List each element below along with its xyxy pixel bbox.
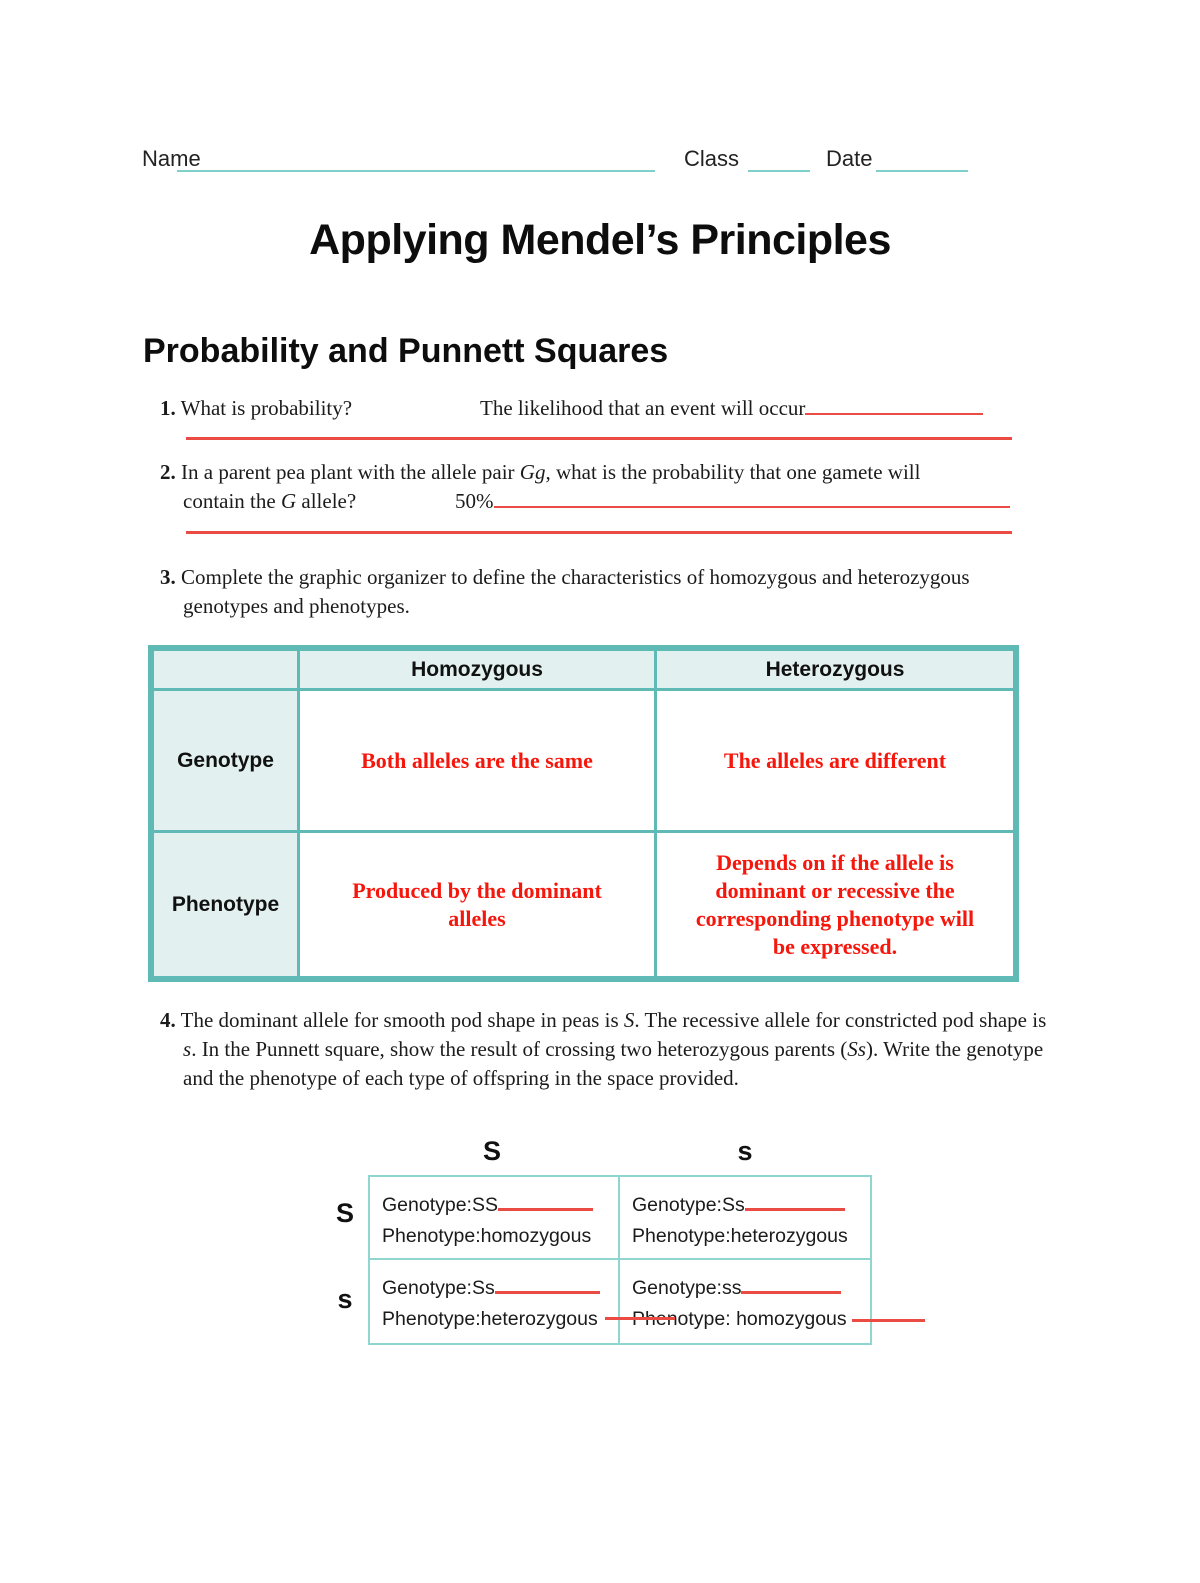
punnett-cell-ss: Genotype:ss Phenotype: homozygous [620, 1260, 870, 1343]
question-2-text-pre: In a parent pea plant with the allele pa… [181, 460, 520, 484]
question-2-number: 2. [160, 460, 176, 484]
punnett-col-header-S: S [482, 1136, 501, 1166]
blank-line-overflow [852, 1319, 925, 1322]
allele-s: s [183, 1037, 192, 1061]
blank-line [494, 1277, 600, 1294]
organizer-row-label-genotype: Genotype [154, 691, 297, 830]
organizer-header-heterozygous: Heterozygous [657, 651, 1013, 688]
punnett-row-header-S: S [335, 1198, 354, 1228]
answer-blank-line [493, 490, 1010, 508]
date-blank-line [876, 146, 968, 172]
genotype-value: Ss [471, 1277, 495, 1299]
genotype-label: Genotype: [632, 1194, 722, 1216]
question-2-line2-post: allele? [296, 489, 357, 513]
allele-G: G [280, 489, 297, 513]
blank-line [744, 1194, 845, 1211]
allele-Ss: Ss [847, 1037, 866, 1061]
phenotype-value: homozygous [730, 1308, 847, 1330]
genotype-value: ss [721, 1277, 742, 1299]
question-1-text: What is probability? [180, 396, 353, 420]
allele-S: S [623, 1008, 635, 1032]
phenotype-value: heterozygous [480, 1308, 598, 1330]
punnett-col-header-s: s [737, 1136, 753, 1166]
phenotype-value: heterozygous [730, 1225, 848, 1247]
genotype-label: Genotype: [382, 1277, 472, 1299]
genotype-label: Genotype: [632, 1277, 722, 1299]
phenotype-label: Phenotype: [632, 1225, 731, 1247]
answer-blank-line [805, 397, 984, 415]
class-label: Class [684, 146, 740, 171]
question-2-line2: contain the G allele? [183, 489, 356, 514]
question-2-line1: 2. In a parent pea plant with the allele… [160, 460, 920, 485]
question-3: 3. Complete the graphic organizer to def… [160, 563, 1028, 621]
organizer-cell-genotype-heterozygous: The alleles are different [657, 691, 1013, 830]
question-3-number: 3. [160, 565, 176, 589]
question-4-seg1: The dominant allele for smooth pod shape… [180, 1008, 624, 1032]
organizer-cell-genotype-homozygous: Both alleles are the same [300, 691, 654, 830]
organizer-cell-phenotype-homozygous: Produced by the dominant alleles [300, 833, 654, 976]
genotype-value: Ss [721, 1194, 745, 1216]
question-2-answer: 50% [455, 489, 1010, 514]
question-1-answer-text: The likelihood that an event will occur [480, 396, 806, 420]
organizer-row-label-phenotype: Phenotype [154, 833, 297, 976]
question-1-answer: The likelihood that an event will occur [480, 396, 984, 421]
question-1-number: 1. [160, 396, 176, 420]
organizer-cell-phenotype-heterozygous: Depends on if the allele is dominant or … [657, 833, 1013, 976]
question-3-text: Complete the graphic organizer to define… [181, 565, 970, 618]
question-2-answer-text: 50% [455, 489, 494, 513]
phenotype-value: homozygous [480, 1225, 592, 1247]
question-2-text-post: , what is the probability that one gamet… [545, 460, 921, 484]
question-4-number: 4. [160, 1008, 176, 1032]
class-blank-line [748, 146, 810, 172]
page-title: Applying Mendel’s Principles [309, 216, 891, 264]
genotype-value: SS [471, 1194, 498, 1216]
phenotype-label: Phenotype: [382, 1225, 481, 1247]
name-label: Name [142, 146, 201, 171]
question-4-seg2: . The recessive allele for constricted p… [634, 1008, 1047, 1032]
punnett-cell-Ss-bottom: Genotype:Ss Phenotype:heterozygous [370, 1260, 618, 1343]
graphic-organizer-table: Homozygous Heterozygous Genotype Both al… [148, 645, 1019, 982]
question-4-seg3: . In the Punnett square, show the result… [191, 1037, 848, 1061]
answer-rule-line [186, 437, 1012, 440]
question-4: 4. The dominant allele for smooth pod sh… [160, 1006, 1051, 1093]
date-label: Date [826, 146, 873, 171]
organizer-header-homozygous: Homozygous [300, 651, 654, 688]
genotype-label: Genotype: [382, 1194, 472, 1216]
allele-pair-Gg: Gg [519, 460, 546, 484]
name-blank-line [177, 146, 655, 172]
blank-line [498, 1194, 593, 1211]
blank-line [741, 1277, 842, 1294]
punnett-row-header-s: s [337, 1284, 353, 1314]
organizer-corner-cell [154, 651, 297, 688]
section-heading: Probability and Punnett Squares [143, 332, 669, 370]
phenotype-label: Phenotype: [382, 1308, 481, 1330]
punnett-cell-Ss-top: Genotype:Ss Phenotype:heterozygous [620, 1177, 870, 1258]
blank-line-overflow [605, 1317, 675, 1320]
punnett-square-table: Genotype:SS Phenotype:homozygous Genotyp… [368, 1175, 872, 1345]
question-2-line2-pre: contain the [183, 489, 281, 513]
punnett-cell-SS: Genotype:SS Phenotype:homozygous [370, 1177, 618, 1258]
phenotype-label: Phenotype: [632, 1308, 731, 1330]
question-1: 1. What is probability? [160, 396, 352, 421]
question-4-seg4: ). Write the genotype and the phenotype … [183, 1037, 1044, 1090]
answer-rule-line [186, 531, 1012, 534]
